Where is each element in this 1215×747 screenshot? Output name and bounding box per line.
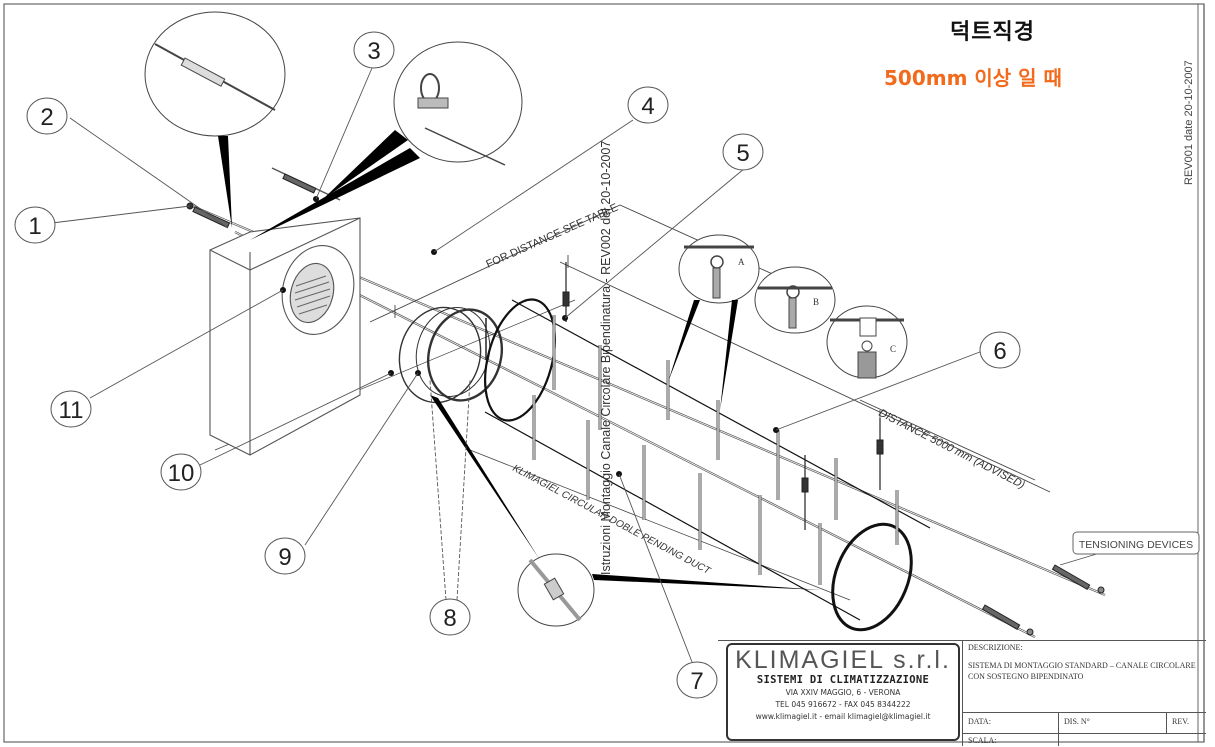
hanger-rods-inner bbox=[533, 315, 898, 585]
svg-text:6: 6 bbox=[993, 338, 1006, 365]
detail-b-label: B bbox=[813, 297, 819, 307]
description-cell: DESCRIZIONE: SISTEMA DI MONTAGGIO STANDA… bbox=[962, 640, 1207, 712]
svg-text:3: 3 bbox=[367, 38, 380, 65]
description-label: DESCRIZIONE: bbox=[968, 643, 1023, 652]
drawing-number-cell: DIS. N° bbox=[1058, 712, 1166, 733]
company-name: KLIMAGIEL s.r.l. bbox=[735, 646, 951, 674]
tensioning-devices-label: TENSIONING DEVICES bbox=[1072, 531, 1200, 555]
revision-date: REV001 date 20-10-2007 bbox=[1183, 60, 1195, 185]
revision-label: REV. bbox=[1172, 717, 1189, 726]
svg-text:9: 9 bbox=[278, 544, 291, 571]
detail-b bbox=[754, 266, 836, 334]
company-logo-box: KLIMAGIEL s.r.l. SISTEMI DI CLIMATIZZAZI… bbox=[726, 643, 960, 741]
company-address: VIA XXIV MAGGIO, 6 - VERONA bbox=[785, 688, 901, 697]
scale-label: SCALA: bbox=[968, 736, 997, 745]
threaded-rods bbox=[485, 262, 884, 530]
center-vertical-title: Istruzioni Montaggio Canale Circolare Bi… bbox=[599, 141, 613, 575]
data-cell: DATA: bbox=[962, 712, 1058, 733]
detail-hook bbox=[250, 41, 523, 240]
data-label: DATA: bbox=[968, 717, 991, 726]
duct-collar bbox=[398, 306, 503, 404]
callouts: 1 2 3 4 5 6 7 8 9 10 11 bbox=[14, 31, 1021, 699]
callout-4: 4 bbox=[627, 86, 669, 124]
duct-diameter-condition: 500mm 이상 일 때 bbox=[884, 66, 1062, 90]
callout-7: 7 bbox=[676, 661, 718, 699]
svg-text:7: 7 bbox=[690, 668, 703, 695]
detail-a bbox=[668, 234, 760, 410]
scale-cell: SCALA: bbox=[962, 733, 1058, 746]
callout-2: 2 bbox=[26, 97, 68, 135]
detail-turnbuckle bbox=[144, 11, 286, 228]
scale-value-cell bbox=[1058, 733, 1206, 746]
revision-cell: REV. bbox=[1166, 712, 1206, 733]
svg-text:2: 2 bbox=[40, 104, 53, 131]
callout-8: 8 bbox=[429, 598, 471, 636]
company-web: www.klimagiel.it - email klimagiel@klima… bbox=[755, 712, 931, 721]
svg-text:4: 4 bbox=[641, 93, 654, 120]
air-handling-unit bbox=[209, 217, 361, 456]
callout-3: 3 bbox=[353, 31, 395, 69]
callout-1: 1 bbox=[14, 206, 56, 244]
detail-a-label: A bbox=[738, 257, 745, 267]
detail-c bbox=[826, 305, 908, 379]
callout-6: 6 bbox=[979, 331, 1021, 369]
description-text: SISTEMA DI MONTAGGIO STANDARD – CANALE C… bbox=[968, 661, 1196, 681]
callout-11: 11 bbox=[50, 390, 92, 428]
outlet-grille-hatch bbox=[294, 275, 331, 315]
duct-diameter-heading: 덕트직경 bbox=[950, 20, 1035, 45]
detail-c-label: C bbox=[890, 344, 896, 354]
circular-duct bbox=[484, 298, 931, 632]
svg-text:10: 10 bbox=[168, 460, 195, 487]
callout-10: 10 bbox=[160, 453, 202, 491]
detail-joint bbox=[430, 395, 822, 627]
svg-text:TENSIONING DEVICES: TENSIONING DEVICES bbox=[1079, 539, 1193, 551]
svg-text:5: 5 bbox=[736, 140, 749, 167]
svg-text:8: 8 bbox=[443, 605, 456, 632]
company-subtitle: SISTEMI DI CLIMATIZZAZIONE bbox=[756, 674, 930, 686]
drawing-number-label: DIS. N° bbox=[1064, 717, 1090, 726]
callout-9: 9 bbox=[264, 537, 306, 575]
leader-lines bbox=[51, 67, 1101, 663]
drawing-frame bbox=[3, 3, 1205, 743]
distance-advised-note: DISTANCE 5000 mm (ADVISED) bbox=[877, 407, 1027, 492]
callout-5: 5 bbox=[722, 133, 764, 171]
svg-text:11: 11 bbox=[59, 397, 84, 424]
svg-text:1: 1 bbox=[28, 213, 41, 240]
company-phone: TEL 045 916672 - FAX 045 8344222 bbox=[775, 700, 911, 709]
